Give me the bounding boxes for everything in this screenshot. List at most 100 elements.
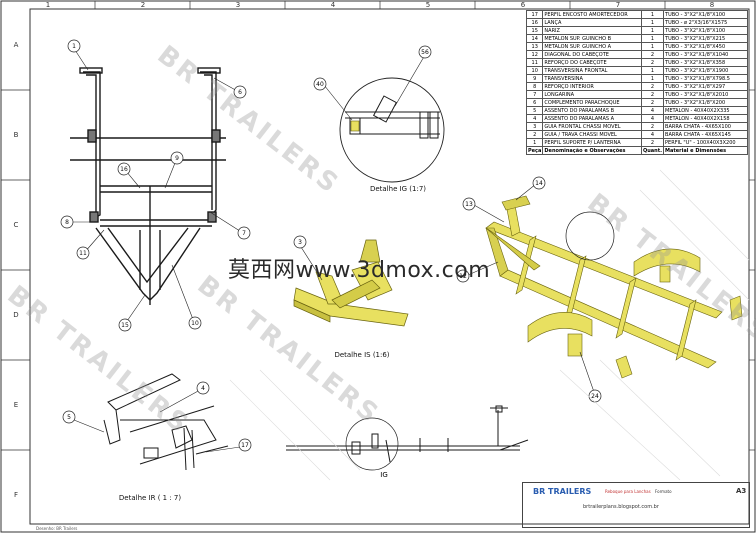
top-view-chassis [70,67,226,305]
bom-cell-description: TRANSVERSINA [542,74,642,83]
zone-row-d: D [13,311,18,319]
bom-cell-material: BARRA CHATA - 4X65X145 [663,130,748,139]
balloon-7: 7 [242,230,246,237]
bom-cell-qty: 1 [640,26,665,35]
bom-cell-qty: 2 [640,50,665,59]
bom-cell-material: TUBO - 3"X2"X1/8"X358 [663,58,748,67]
bom-cell-item: 4 [525,114,544,123]
site-watermark: 莫西网www.3dmox.com [228,258,491,283]
zone-row-a: A [14,41,19,49]
format-label: Formato [655,489,672,494]
bom-cell-material: TUBO - 3"X2"X1/8"X200 [663,98,748,107]
bom-cell-material: TUBO - 3"X2"X1/8"X215 [663,34,748,43]
bom-cell-item: 5 [525,106,544,115]
bom-cell-item: 11 [525,58,544,67]
side-view [286,405,529,463]
sheet-size: A3 [736,487,747,495]
bom-cell-qty: 1 [640,18,665,27]
bom-cell-material: TUBO - 3"X2"X1/8"X100 [663,26,748,35]
balloon-40: 40 [316,81,324,88]
bom-cell-material: TUBO - 3"X2"X1/8"X2010 [663,90,748,99]
bom-header-qty: Quant. [640,146,665,155]
bom-cell-description: METALON SUP. GUINCHO B [542,34,642,43]
bom-cell-item: 16 [525,18,544,27]
bom-cell-qty: 4 [640,130,665,139]
bom-cell-material: TUBO - 3"X2"X1/8"X1040 [663,50,748,59]
bom-cell-qty: 1 [640,34,665,43]
balloon-4: 4 [201,385,205,392]
brand-logo: BR TRAILERS [533,487,592,496]
balloon-17: 17 [241,442,249,449]
bom-cell-item: 15 [525,26,544,35]
bom-cell-description: ASSENTO DO PARALAMAS B [542,106,642,115]
bom-cell-qty: 2 [640,82,665,91]
balloon-5: 5 [67,414,71,421]
balloon-9: 9 [175,155,179,162]
zone-col-5: 5 [426,1,430,9]
balloon-24: 24 [591,393,599,400]
balloon-10: 10 [191,320,199,327]
bom-cell-description: NARIZ [542,26,642,35]
zone-row-b: B [14,131,19,139]
bom-cell-description: GUIA FRONTAL CHASSI MOVEL [542,122,642,131]
bom-cell-material: METALON - 40X40X2X158 [663,114,748,123]
balloon-12: 12 [459,273,467,280]
bom-cell-material: TUBO - 3"X2"X1/8"X798.5 [663,74,748,83]
bom-cell-item: 17 [525,10,544,19]
detail-ig: 40 56 Detalhe IG (1:7) [313,45,445,193]
detail-ig-label: Detalhe IG (1:7) [370,185,426,193]
detail-is [293,239,409,327]
bom-header-item: Peça [525,146,544,155]
zone-col-6: 6 [521,1,526,9]
bom-cell-description: REFORÇO INTERIOR [542,82,642,91]
detail-ir [103,373,229,471]
bom-cell-qty: 2 [640,138,665,147]
bom-cell-material: PERFIL "U" - 100X40X3X200 [663,138,748,147]
signature-note: Desenho: BR Trailers [36,526,78,531]
bom-cell-qty: 1 [640,42,665,51]
detail-is-label: Detalhe IS (1:6) [334,351,389,359]
bom-cell-qty: 2 [640,98,665,107]
bom-cell-description: GUIA / TRAVA CHASSI MOVEL [542,130,642,139]
bom-header-description: Denominação e Observações [542,146,642,155]
zone-col-3: 3 [236,1,240,9]
bom-cell-item: 8 [525,82,544,91]
iso-callout-circle [565,211,615,261]
bom-cell-description: REFORÇO DO CABEÇOTE [542,58,642,67]
bom-cell-item: 3 [525,122,544,131]
bom-cell-item: 10 [525,66,544,75]
balloon-3: 3 [298,239,302,246]
bom-cell-qty: 1 [640,10,665,19]
inner-border [29,8,750,525]
balloon-1: 1 [72,43,76,50]
bom-cell-description: METALON SUP. GUINCHO A [542,42,642,51]
balloon-11: 11 [79,250,87,257]
ig-marker: IG [380,471,388,479]
balloon-13: 13 [465,201,473,208]
balloon-8: 8 [65,219,69,226]
bom-cell-item: 1 [525,138,544,147]
bom-cell-description: TRANSVERSINA FRONTAL [542,66,642,75]
bom-cell-material: TUBO - 3"X2"X1/8"X1900 [663,66,748,75]
bom-cell-material: METALON - 40X40X2X335 [663,106,748,115]
bom-cell-material: TUBO - ø 2"X3/16"X1575 [663,18,748,27]
balloon-56: 56 [421,49,429,56]
bom-cell-item: 13 [525,42,544,51]
zone-col-7: 7 [616,1,620,9]
bom-cell-description: LONGARINA [542,90,642,99]
bom-cell-description: PERFIL SUPORTE P/ LANTERNA [542,138,642,147]
zone-col-4: 4 [331,1,336,9]
bom-cell-description: PERFIL ENCOSTO AMORTECEDOR [542,10,642,19]
